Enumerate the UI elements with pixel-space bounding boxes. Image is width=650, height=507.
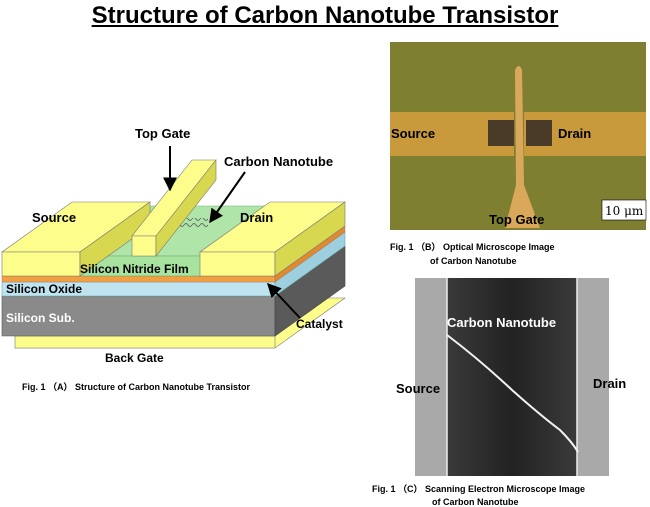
label-silicon-nitride: Silicon Nitride Film [80, 262, 189, 276]
page-title: Structure of Carbon Nanotube Transistor [91, 2, 559, 29]
scale-bar-label: 10 μm [605, 204, 644, 218]
label-back-gate: Back Gate [105, 351, 164, 365]
caption-c-line1: Fig. 1 （C） Scanning Electron Microscope … [372, 484, 585, 494]
label-source-a: Source [32, 210, 76, 225]
sem-nanotube [446, 334, 579, 453]
caption-a: Fig. 1 （A） Structure of Carbon Nanotube … [22, 382, 251, 392]
label-top-gate: Top Gate [135, 126, 190, 141]
panel-b-optical: Source Drain Top Gate 10 μm Fig. 1 （B） O… [390, 42, 647, 266]
carbon-nanotube-arrow [209, 171, 246, 224]
label-catalyst: Catalyst [296, 317, 343, 331]
label-carbon-nanotube-a: Carbon Nanotube [224, 154, 333, 169]
catalyst-arrow [267, 282, 301, 319]
label-drain-c: Drain [593, 376, 626, 391]
panel-c-sem: Carbon Nanotube Source Drain Fig. 1 （C） … [372, 278, 626, 507]
scale-bar-box [601, 199, 647, 221]
label-silicon-oxide: Silicon Oxide [6, 282, 82, 296]
label-top-gate-b: Top Gate [489, 212, 544, 227]
label-drain-b: Drain [558, 126, 591, 141]
sem-left-electrode [415, 278, 447, 476]
caption-b-line2: of Carbon Nanotube [430, 256, 517, 266]
panel-a-structure: Top Gate Carbon Nanotube Source Drain Si… [1, 126, 346, 392]
optical-pad-right [526, 120, 552, 146]
label-source-b: Source [391, 126, 435, 141]
sem-channel [447, 278, 577, 476]
label-silicon-sub: Silicon Sub. [6, 311, 75, 325]
optical-pad-left [488, 120, 514, 146]
label-carbon-nanotube-c: Carbon Nanotube [447, 315, 556, 330]
sem-right-electrode [577, 278, 609, 476]
label-source-c: Source [396, 381, 440, 396]
caption-b-line1: Fig. 1 （B） Optical Microscope Image [390, 242, 555, 252]
caption-c-line2: of Carbon Nanotube [432, 497, 519, 507]
nanotube-mesh-right [178, 218, 208, 228]
optical-top-gate [505, 66, 540, 228]
label-drain-a: Drain [240, 210, 273, 225]
